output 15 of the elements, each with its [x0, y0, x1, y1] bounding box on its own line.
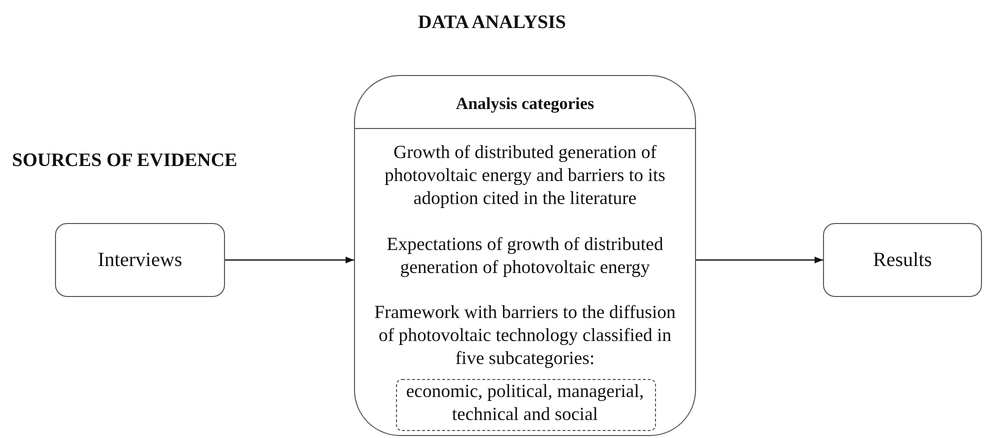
- section-heading: SOURCES OF EVIDENCE: [12, 150, 238, 172]
- process-box: [823, 223, 982, 297]
- category-text: Framework with barriers to the diffusion of photovoltaic technology classified in five subcategories:: [373, 302, 677, 371]
- diagram-title: DATA ANALYSIS: [416, 12, 567, 34]
- category-heading: Analysis categories: [454, 93, 596, 115]
- box-label: Results: [872, 249, 933, 272]
- category-panel: [354, 75, 696, 436]
- arrow: [696, 256, 823, 264]
- process-box: [55, 223, 225, 297]
- category-text: Expectations of growth of distributed generation of photovoltaic energy: [386, 234, 664, 280]
- arrow: [225, 256, 354, 264]
- category-text: Growth of distributed generation of photovoltaic energy and barriers to its adoption cited in the literature: [384, 142, 666, 211]
- box-label: Interviews: [96, 249, 184, 272]
- subcategory-box: [396, 379, 656, 431]
- subcategory-text: economic, political, managerial, technical and social: [405, 381, 645, 427]
